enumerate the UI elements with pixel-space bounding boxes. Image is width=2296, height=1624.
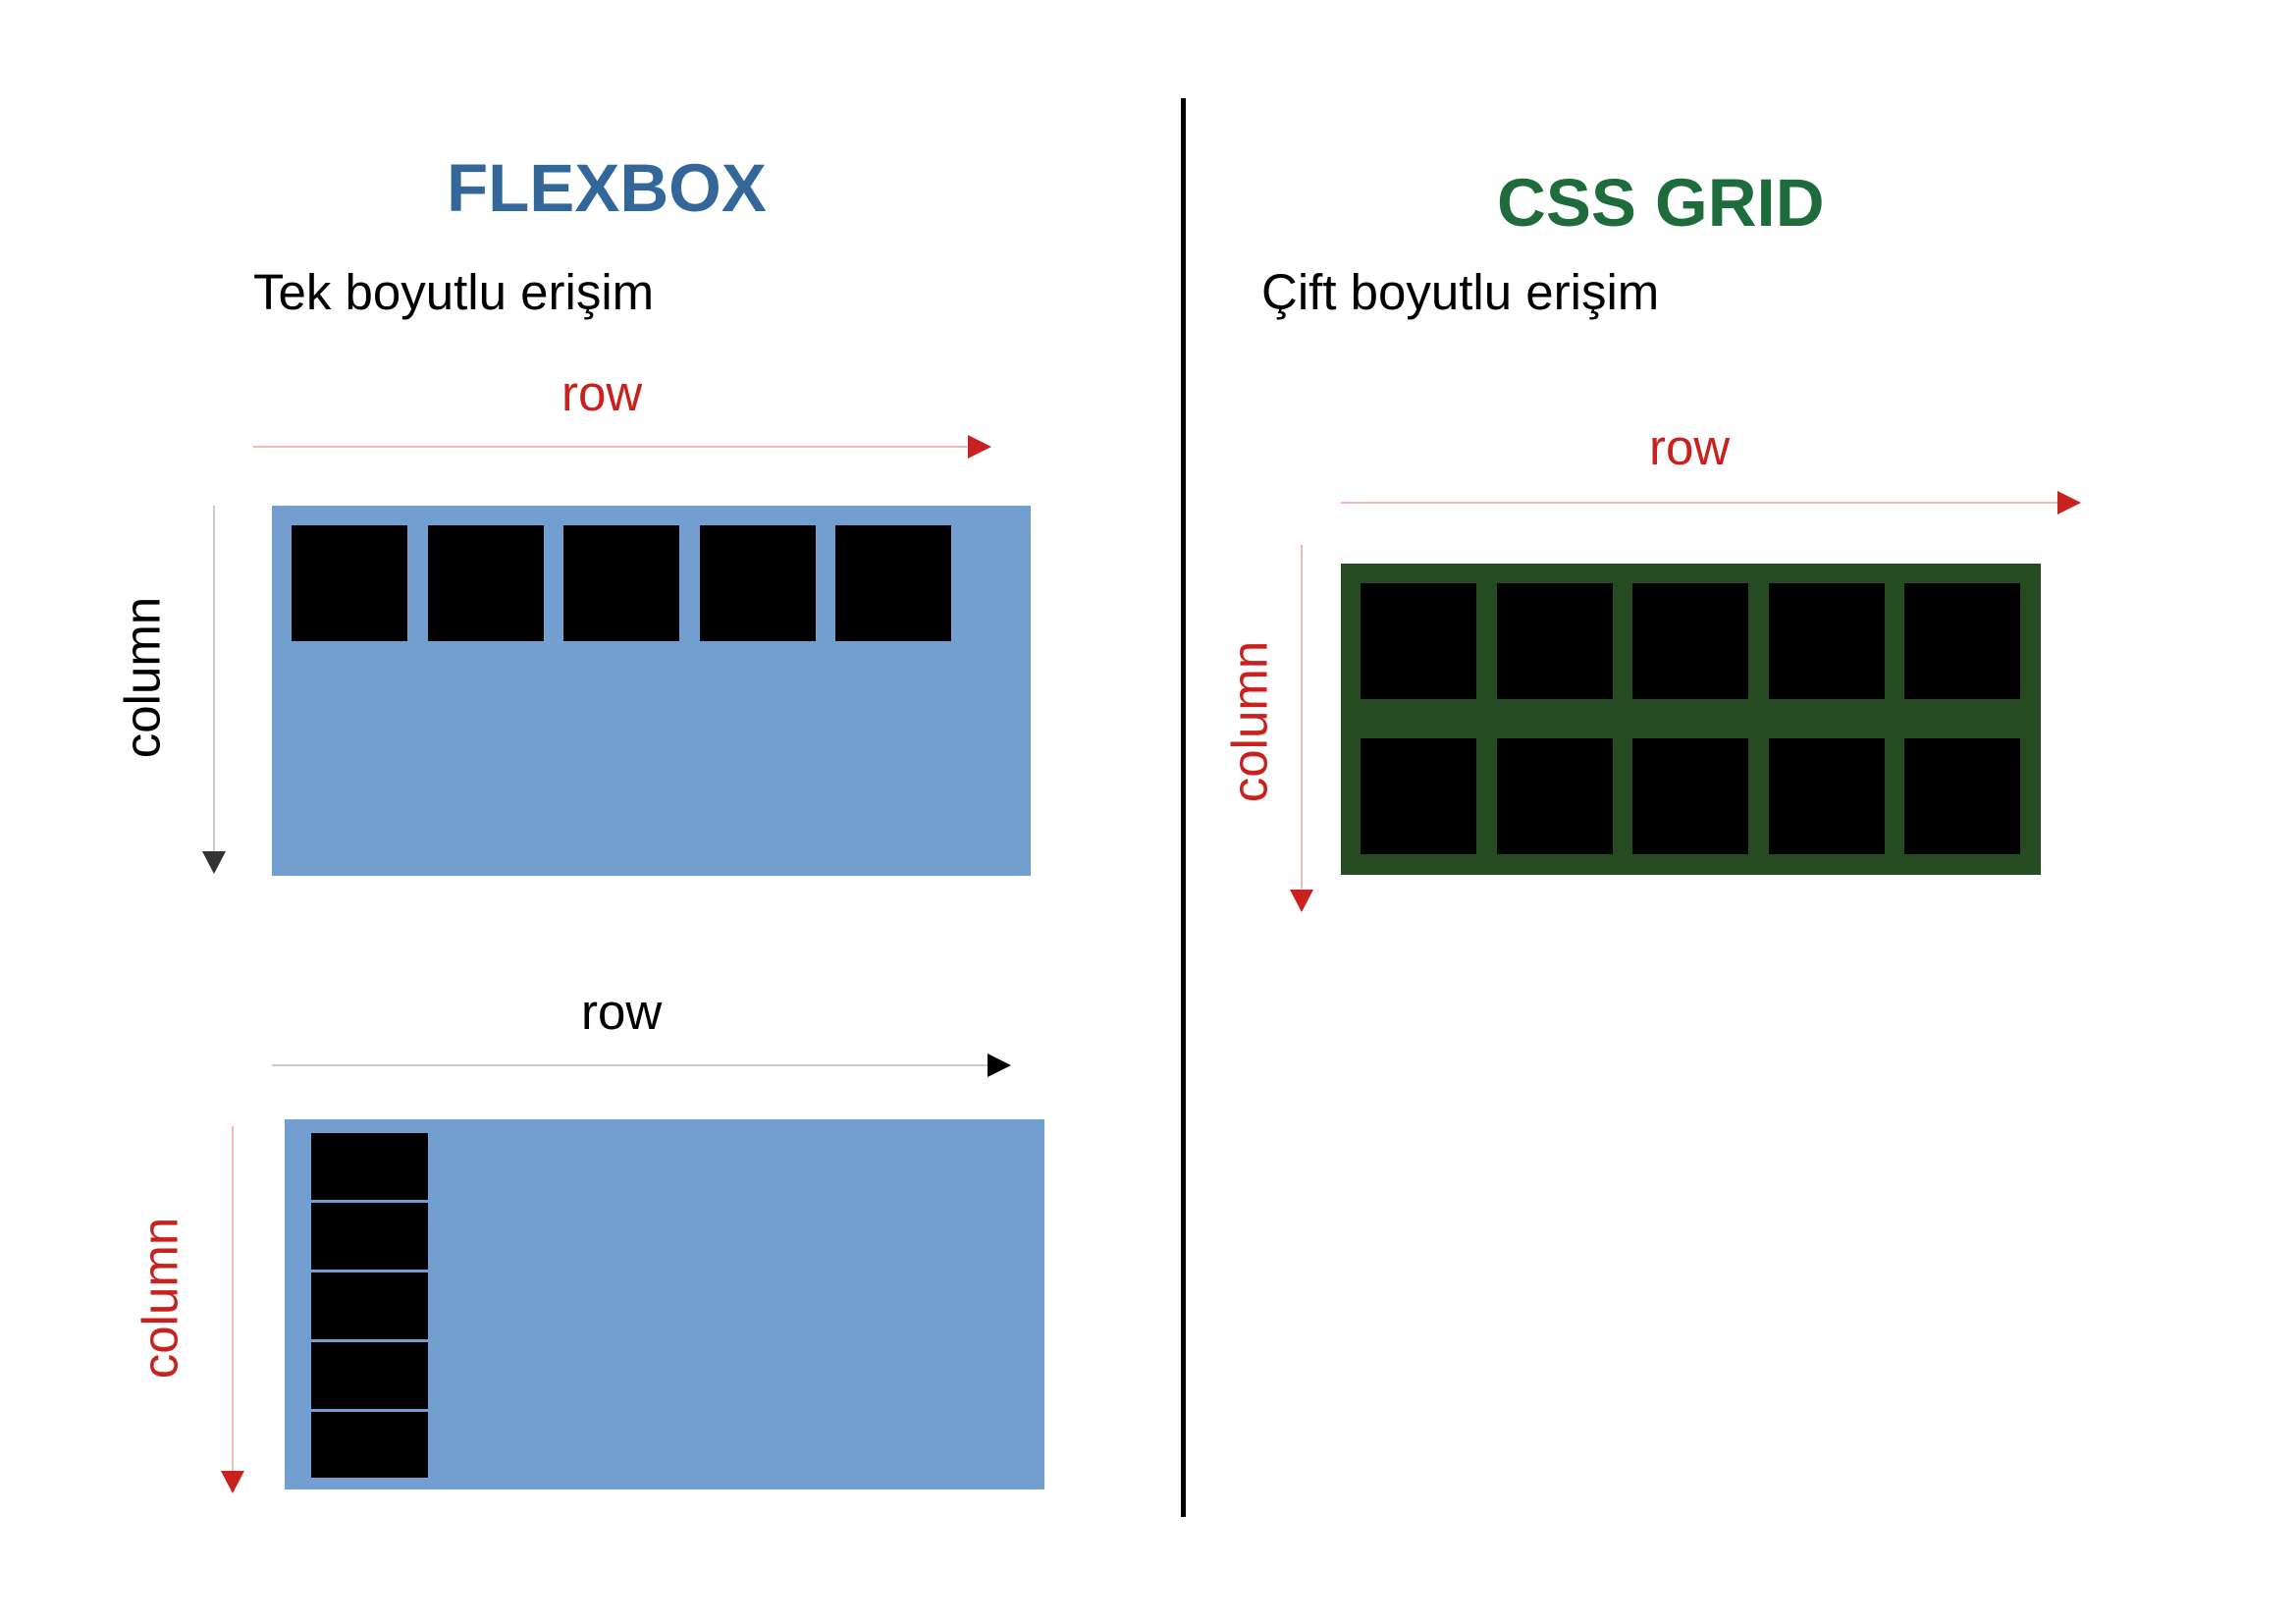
flex-item bbox=[428, 525, 544, 641]
grid-container bbox=[1341, 564, 2041, 875]
grid-item bbox=[1497, 583, 1613, 699]
grid-title: CSS GRID bbox=[1497, 165, 1825, 241]
grid-item bbox=[1904, 738, 2020, 854]
flex-item bbox=[700, 525, 816, 641]
grid-row-arrow bbox=[1341, 491, 2081, 514]
grid-item bbox=[1632, 738, 1748, 854]
center-divider bbox=[1181, 98, 1186, 1517]
grid-item bbox=[1769, 738, 1885, 854]
flex-item bbox=[311, 1412, 428, 1478]
flex-item bbox=[563, 525, 679, 641]
grid-item bbox=[1904, 583, 2020, 699]
grid-item bbox=[1361, 583, 1476, 699]
flex-item bbox=[311, 1203, 428, 1270]
flexbox-column-arrow-top bbox=[202, 506, 226, 874]
flex-item bbox=[292, 525, 407, 641]
grid-item bbox=[1632, 583, 1748, 699]
grid-subtitle: Çift boyutlu erişim bbox=[1261, 264, 1660, 320]
flex-item bbox=[835, 525, 951, 641]
flexbox-subtitle: Tek boyutlu erişim bbox=[253, 264, 655, 320]
flexbox-title: FLEXBOX bbox=[447, 150, 767, 226]
flexbox-row-label-bottom: row bbox=[581, 984, 663, 1040]
flexbox-column-arrow-bottom bbox=[221, 1126, 244, 1493]
flexbox-column-container bbox=[285, 1119, 1044, 1489]
grid-item bbox=[1497, 738, 1613, 854]
flexbox-row-label-top: row bbox=[561, 365, 643, 421]
flexbox-row-arrow-bottom bbox=[272, 1054, 1011, 1077]
flex-item bbox=[311, 1342, 428, 1409]
flexbox-row-arrow-top bbox=[253, 435, 991, 459]
flex-item bbox=[311, 1133, 428, 1200]
grid-row-label: row bbox=[1649, 419, 1731, 475]
grid-item bbox=[1361, 738, 1476, 854]
flexbox-row-container bbox=[272, 506, 1031, 876]
grid-column-arrow bbox=[1290, 545, 1313, 912]
grid-item bbox=[1769, 583, 1885, 699]
flex-item bbox=[311, 1272, 428, 1339]
